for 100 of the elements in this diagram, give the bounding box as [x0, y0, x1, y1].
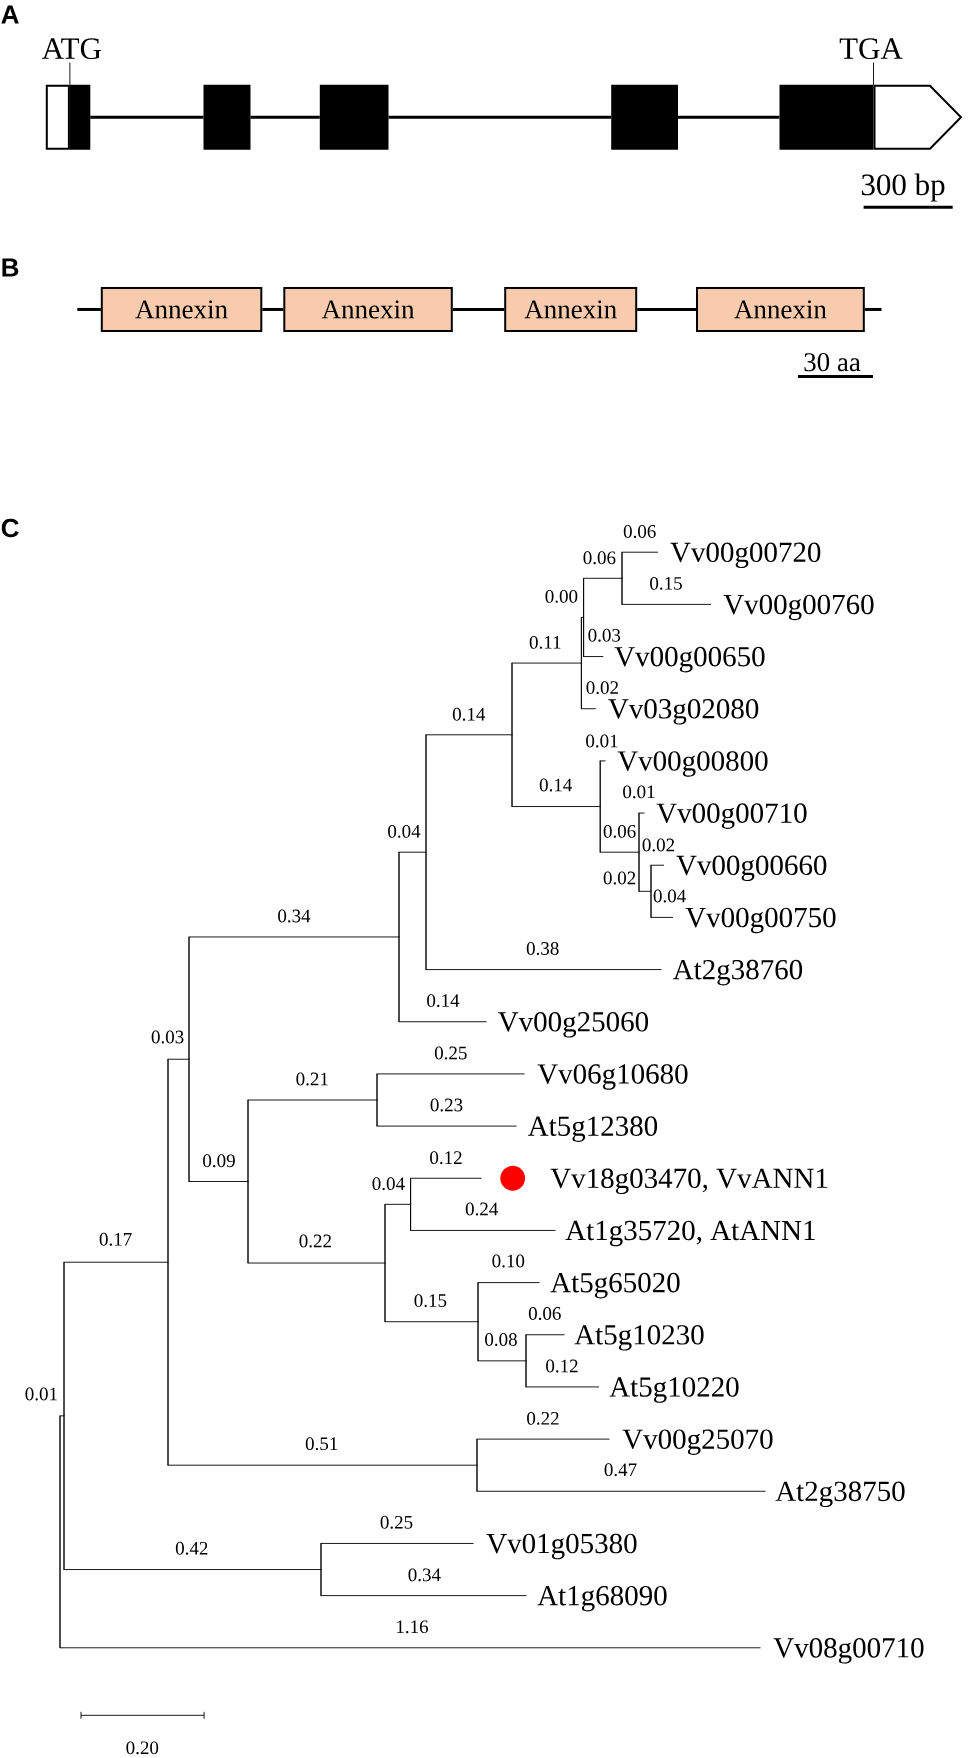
branch-length: 0.34 [278, 909, 311, 923]
branch-length: 0.03 [588, 628, 621, 642]
exon-box [319, 84, 389, 150]
branch-line [638, 890, 652, 892]
branch-length: 0.12 [546, 1359, 578, 1373]
branch-length: 0.00 [545, 589, 578, 603]
branch-length: 0.03 [151, 1030, 184, 1044]
branch-length: 0.08 [485, 1333, 517, 1346]
domain-box: Annexin [100, 286, 263, 332]
gene-label: Vv03g02080 [608, 699, 759, 725]
branch-length: 0.14 [452, 707, 486, 721]
branch-length: 0.42 [175, 1541, 208, 1555]
branch-length: 0.06 [583, 551, 616, 565]
gene-label: Vv00g25060 [498, 1012, 649, 1038]
panel-letter: B [2, 258, 19, 277]
gene-label: Vv06g10680 [537, 1064, 688, 1090]
branch-line [650, 916, 673, 918]
gene-label: Vv00g00750 [685, 907, 836, 934]
branch-length: 1.16 [397, 1620, 429, 1634]
branch-length: 0.14 [539, 778, 573, 792]
branch-line [376, 1125, 517, 1127]
gene-label: Vv00g00720 [670, 542, 821, 569]
branch-length: 0.10 [492, 1254, 525, 1268]
gene-label: Vv18g03470, VvANN1 [550, 1168, 828, 1195]
branch-line [525, 1386, 600, 1388]
intron-line [388, 115, 612, 119]
branch-line [425, 734, 513, 736]
branch-length: 0.06 [623, 525, 656, 538]
branch-line [599, 760, 606, 762]
scale-label: 300 bp [861, 173, 945, 202]
utr-box [45, 84, 70, 150]
branch-length: 0.01 [586, 734, 618, 748]
linker-line [637, 307, 696, 311]
branch-line [599, 851, 640, 853]
branch-length: 0.17 [99, 1232, 132, 1246]
branch-length: 0.21 [296, 1072, 328, 1086]
branch-line [477, 1282, 540, 1284]
branch-line [583, 577, 623, 579]
branch-line [63, 1569, 322, 1570]
branch-line [525, 1334, 565, 1336]
branch-line [384, 1203, 412, 1205]
exon-box [779, 84, 874, 150]
linker-line [452, 307, 505, 311]
branch-length: 0.22 [527, 1411, 559, 1425]
intron-line [678, 115, 780, 119]
domain-box: Annexin [283, 286, 453, 332]
branch-line [167, 1058, 190, 1060]
branch-length: 0.14 [427, 994, 460, 1008]
branch-length: 0.24 [465, 1202, 499, 1216]
branch-line [476, 1490, 766, 1492]
branch-length: 0.06 [528, 1307, 561, 1320]
exon-box [69, 84, 91, 150]
branch-line [425, 969, 662, 971]
branch-line [511, 662, 582, 664]
branch-line [320, 1543, 474, 1544]
gene-label: At5g65020 [550, 1272, 680, 1299]
branch-length: 0.09 [203, 1154, 235, 1168]
branch-line [650, 864, 664, 866]
branch-line [477, 1360, 527, 1362]
gene-label: At1g35720, AtANN1 [565, 1220, 815, 1247]
branch-length: 0.02 [603, 871, 636, 885]
panel-letter: A [1, 5, 19, 24]
branch-line [59, 1415, 65, 1417]
leader-line [873, 62, 874, 86]
branch-line [583, 656, 604, 657]
gene-label: At5g12380 [528, 1116, 658, 1142]
branch-length: 0.01 [623, 785, 655, 799]
branch-length: 0.25 [434, 1046, 467, 1060]
gene-label: At5g10230 [574, 1325, 704, 1351]
branch-line [621, 603, 711, 605]
branch-line [384, 1321, 479, 1323]
branch-line [59, 1647, 761, 1649]
branch-line [638, 812, 645, 814]
gene-label: At2g38750 [775, 1481, 905, 1508]
branch-length: 0.11 [529, 635, 561, 649]
branch-line [320, 1595, 527, 1597]
branch-line [398, 851, 427, 853]
branch-length: 0.25 [380, 1515, 413, 1529]
branch-length: 0.34 [408, 1568, 441, 1582]
branch-line [621, 551, 658, 553]
branch-length: 0.02 [642, 838, 675, 852]
exon-box [203, 84, 251, 150]
branch-length: 0.02 [586, 681, 618, 695]
branch-line [476, 1438, 610, 1440]
gene-label: Vv00g25070 [622, 1429, 773, 1455]
branch-line [398, 1021, 487, 1023]
branch-length: 0.15 [650, 576, 682, 590]
leader-line [69, 62, 71, 86]
branch-length: 0.38 [526, 942, 559, 955]
codon-label: TGA [839, 38, 903, 60]
scale-label: 0.20 [126, 1741, 159, 1755]
gene-label: Vv00g00760 [723, 594, 874, 621]
branch-line [247, 1262, 386, 1264]
branch-length: 0.12 [430, 1151, 462, 1165]
linker-line [864, 307, 882, 311]
branch-line [63, 1261, 169, 1263]
branch-length: 0.04 [372, 1177, 405, 1191]
gene-label: At1g68090 [537, 1585, 667, 1612]
gene-label: Vv00g00660 [676, 855, 827, 882]
exon-box [611, 84, 678, 150]
